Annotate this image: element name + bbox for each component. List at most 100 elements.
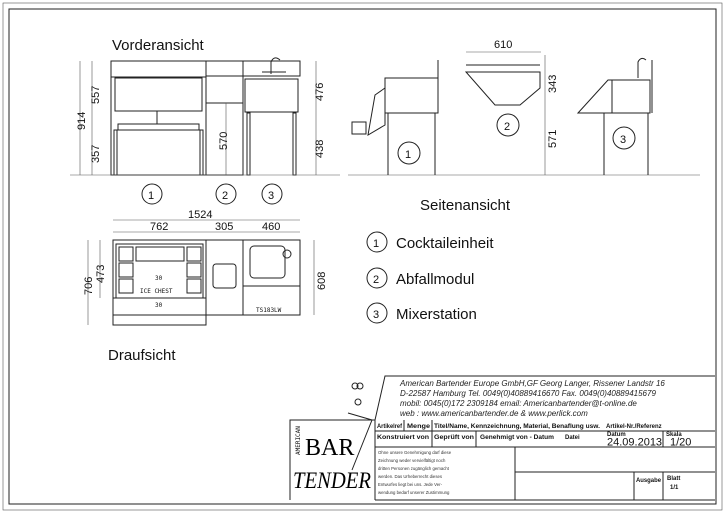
sheet-value: 1/1 (670, 485, 679, 491)
label-text: 3 (620, 134, 626, 146)
header-titel: Titel/Name, Kennzeichnung, Material, Ben… (434, 424, 600, 430)
drawing-line (464, 71, 541, 106)
scale-value: 1/20 (670, 437, 691, 449)
dim-557: 557 (90, 86, 102, 104)
model-label: TS183LW (256, 307, 282, 314)
dim-571: 571 (547, 130, 559, 148)
drawing-line (576, 79, 651, 114)
label-text: 2 (373, 274, 379, 286)
label-text: Entwurfes liegt bei uns. Jede Ver- (378, 482, 443, 487)
inner-frame (8, 8, 717, 505)
dim-476: 476 (314, 83, 326, 101)
drawing-line (118, 246, 134, 262)
ice-chest-size-top: 30 (155, 275, 163, 282)
drawing-line (270, 57, 281, 74)
module-callout-1: 1 (141, 183, 163, 205)
label-text: dritten Personen zugänglich gemacht (378, 466, 450, 471)
drawing-line (367, 87, 386, 136)
drawing-line (384, 77, 439, 114)
side-view: 1 610 343 571 2 3 Seitenansicht (348, 39, 700, 214)
header-datum: Datum (607, 432, 626, 438)
drawing-line (366, 231, 388, 253)
side-view-title: Seitenansicht (420, 197, 511, 214)
drawing-line (397, 141, 421, 165)
dim-357: 357 (90, 145, 102, 163)
drawing-line (186, 246, 202, 262)
header-artikelnr: Artikel-Nr./Referenz (606, 424, 662, 430)
label-text: mobil: 0045(0)172 2309184 email: America… (400, 399, 637, 408)
drawing-line (261, 183, 283, 205)
drawing-line (366, 302, 388, 324)
drawing-line (118, 262, 134, 278)
drawing-line (347, 412, 373, 471)
dim-762: 762 (150, 221, 168, 233)
dim-343: 343 (547, 75, 559, 93)
drawing-line (496, 113, 520, 137)
drawing-line (354, 398, 362, 406)
drawing-line (356, 382, 364, 390)
drawing-line (212, 263, 237, 289)
drawing-line (242, 239, 301, 316)
label-text: 1 (405, 149, 411, 161)
label-text: American Bartender Europe GmbH,GF Georg … (399, 379, 665, 388)
drawing-line (249, 245, 286, 279)
drawing-line (141, 183, 163, 205)
drawing-line (292, 112, 297, 176)
label-text: D-22587 Hamburg Tel. 0049(0)40889416670 … (400, 389, 656, 398)
drawing-line (351, 121, 367, 135)
ice-chest-label: ICE CHEST (140, 288, 173, 295)
drawing-line (215, 183, 237, 205)
module-callout-3: 3 (261, 183, 283, 205)
label-text: web : www.americanbartender.de & www.per… (400, 409, 588, 418)
label-text: 2 (504, 121, 510, 133)
bartender-logo: AMERICAN BAR TENDER (293, 382, 373, 493)
label-text: Zeichnung weder vervielfältigt noch (378, 458, 446, 463)
front-view: Vorderansicht 914 557 357 570 476 438 1 … (70, 37, 340, 205)
dim-1524: 1524 (188, 209, 212, 221)
header-ausgabe: Ausgabe (636, 478, 662, 484)
drawing-line (117, 123, 200, 131)
copyright-notice: Ohne unsere Genehmigung darf diese Zeich… (378, 450, 452, 495)
label-text: AMERICAN (295, 426, 302, 455)
header-skala: Skala (666, 432, 682, 438)
label-text: 2 (222, 190, 228, 202)
header-blatt: Blatt (667, 476, 680, 482)
drawing-line (351, 382, 359, 390)
module-legend: 1 Cocktaileinheit 2 Abfallmodul 3 Mixers… (366, 231, 494, 324)
drawing-line (205, 60, 244, 176)
dim-608: 608 (316, 272, 328, 290)
drawing-line (637, 57, 647, 78)
legend-cocktaileinheit: Cocktaileinheit (396, 235, 494, 252)
drawing-line (135, 246, 185, 262)
module-callout-2: 2 (215, 183, 237, 205)
drawing-line (118, 278, 134, 294)
header-artikelref: Artikelref (377, 424, 403, 430)
label-text: 1 (148, 190, 154, 202)
title-block: American Bartender Europe GmbH,GF Georg … (289, 375, 715, 501)
top-view: 1524 762 305 460 30 ICE CHEST 30 TS183LW… (83, 209, 328, 364)
dim-473: 473 (95, 265, 107, 283)
label-text: 3 (268, 190, 274, 202)
dim-914: 914 (76, 112, 88, 130)
ice-chest-size-bottom: 30 (155, 302, 163, 309)
top-view-title: Draufsicht (108, 347, 176, 364)
dim-305: 305 (215, 221, 233, 233)
legend-abfallmodul: Abfallmodul (396, 271, 474, 288)
drawing-line (366, 267, 388, 289)
drawing-line (186, 278, 202, 294)
label-text: 3 (373, 309, 379, 321)
label-text: TENDER (293, 468, 371, 493)
front-view-title: Vorderansicht (112, 37, 205, 54)
dim-610: 610 (494, 39, 512, 51)
dim-706: 706 (83, 277, 95, 295)
drawing-line (282, 249, 292, 259)
label-text: wendung bedarf unserer Zustimmung (378, 490, 450, 495)
dim-460: 460 (262, 221, 280, 233)
header-genehmigt: Genehmigt von - Datum (480, 435, 554, 441)
label-text: BAR (305, 435, 354, 461)
legend-mixerstation: Mixerstation (396, 306, 477, 323)
drawing-line (112, 314, 207, 326)
drawing-line (611, 79, 651, 114)
header-datei: Datei (565, 435, 580, 441)
